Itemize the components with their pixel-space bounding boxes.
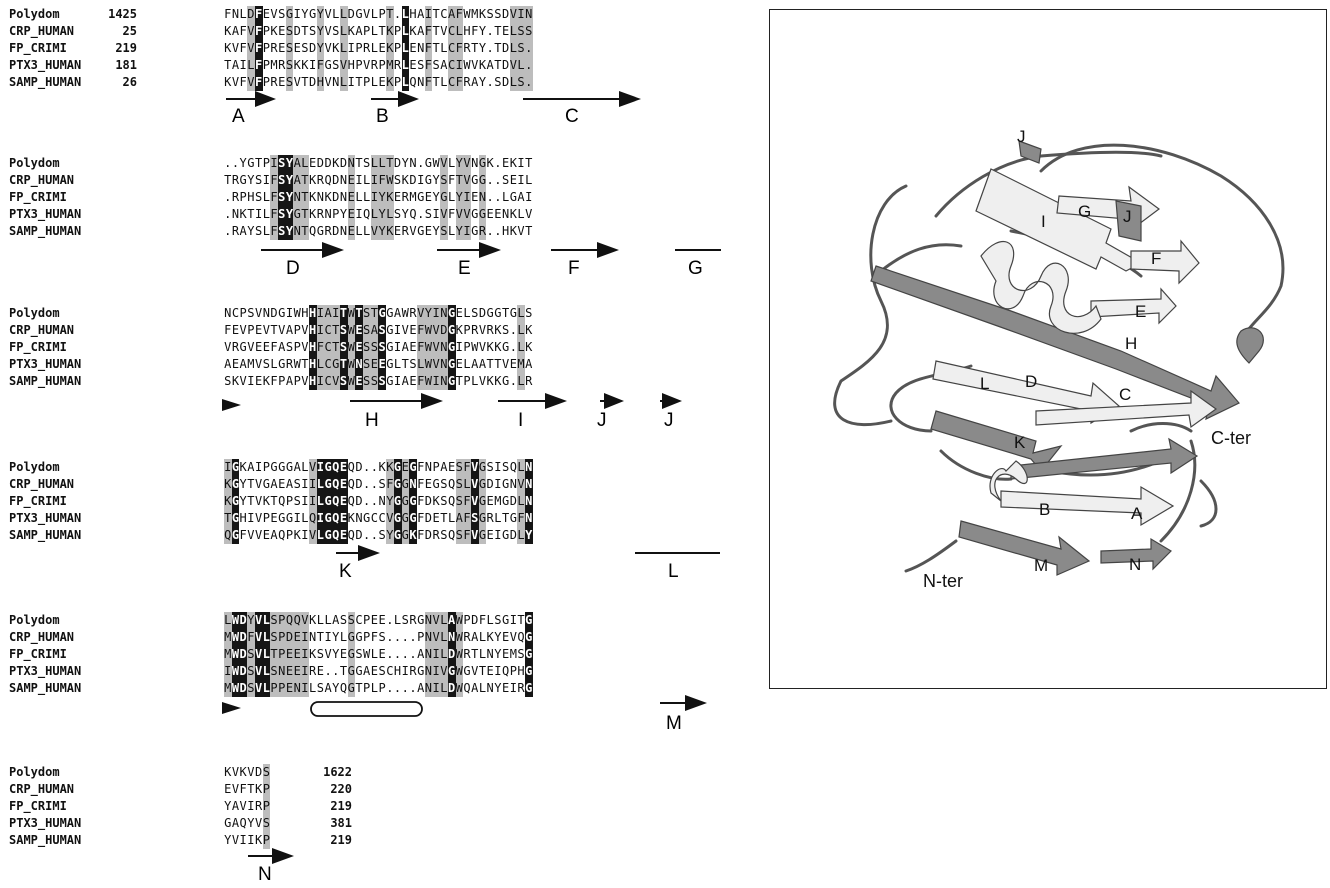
strand-label: M xyxy=(666,713,682,734)
strand-label: B xyxy=(376,106,389,127)
strand-arrow xyxy=(523,91,641,107)
structure-label: J xyxy=(1017,127,1026,146)
structure-label: I xyxy=(1041,212,1046,231)
structure-label: J xyxy=(1123,207,1132,226)
strand-arrow xyxy=(222,399,241,411)
strand-arrow xyxy=(498,393,567,409)
strand-arrow xyxy=(336,545,380,561)
structure-panel: J G J I F E H L D C K B A M N C-ter N-te… xyxy=(769,9,1327,689)
strand-label: L xyxy=(668,561,679,582)
structure-label: M xyxy=(1034,556,1048,575)
structure-label: N xyxy=(1129,555,1141,574)
strand-label: G xyxy=(688,258,703,279)
strand-label: I xyxy=(518,410,523,431)
structure-label: B xyxy=(1039,500,1050,519)
strand-label: E xyxy=(458,258,471,279)
strand-arrow xyxy=(600,393,624,409)
ribbon-structure-image: J G J I F E H L D C K B A M N C-ter N-te… xyxy=(770,10,1325,687)
strand-label: H xyxy=(365,410,379,431)
structure-label: F xyxy=(1151,249,1161,268)
strand-arrow xyxy=(660,695,707,711)
structure-label: E xyxy=(1135,302,1146,321)
structure-label: C xyxy=(1119,385,1131,404)
n-terminus-label: N-ter xyxy=(923,571,963,591)
strand-arrow xyxy=(222,702,241,714)
strand-arrow xyxy=(261,242,344,258)
c-terminus-label: C-ter xyxy=(1211,428,1251,448)
strand-arrow xyxy=(551,242,619,258)
structure-label: A xyxy=(1131,504,1143,523)
strand-arrow xyxy=(660,393,682,409)
helix-marker xyxy=(311,702,422,716)
strand-label: N xyxy=(258,864,272,885)
structure-label: G xyxy=(1078,202,1091,221)
strand-label: J xyxy=(597,410,607,431)
structure-label: D xyxy=(1025,372,1037,391)
strand-arrow xyxy=(248,848,294,864)
strand-arrow xyxy=(371,91,419,107)
strand-arrow xyxy=(226,91,276,107)
strand-label: C xyxy=(565,106,579,127)
strand-label: F xyxy=(568,258,580,279)
structure-label: K xyxy=(1014,433,1026,452)
strand-label: D xyxy=(286,258,300,279)
strand-arrow xyxy=(437,242,501,258)
structure-label: H xyxy=(1125,334,1137,353)
structure-label: L xyxy=(980,374,989,393)
strand-label: A xyxy=(232,106,245,127)
strand-label: J xyxy=(664,410,674,431)
strand-label: K xyxy=(339,561,352,582)
strand-arrow xyxy=(350,393,443,409)
secondary-structure-annotations: A B C D E F G H I J J K L M N xyxy=(0,0,760,888)
